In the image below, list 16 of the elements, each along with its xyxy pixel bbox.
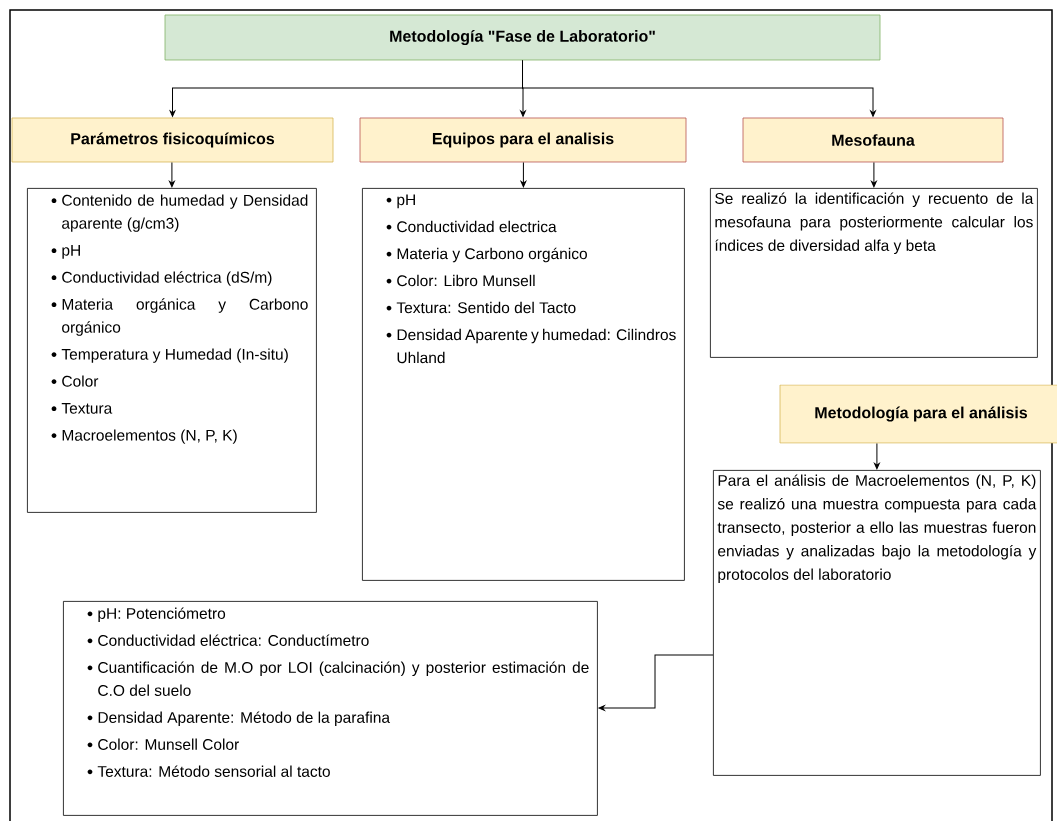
bullet-list-box: Contenido de humedad y Densidad aparente (g/cm3) pH Conductividad eléctrica (dS/m) Materia orgánica y Carbono orgánico Temperatura y Humedad (In-situ) Color Textura Macroelementos (N, P, K) [27,188,317,513]
heading-box: Equipos para el analisis [359,117,687,163]
arrow [874,442,880,470]
text-box: Para el análisis de Macroelementos (N, P, K) se realizó una muestra compuesta para cada transecto, posterior a ello las muestras fueron enviadas y analizadas bajo la metodología y protocolos del laboratorio [713,470,1041,776]
heading-box: Metodología para el análisis [779,384,1057,444]
text-box: Se realizó la identificación y recuento de la mesofauna para posteriormente calcular los índices de diversidad alfa y beta [710,188,1038,358]
title-box: Metodología "Fase de Laboratorio" [164,14,881,61]
arrow [522,59,876,117]
bullet-list-box: pH: Potenciómetro Conductividad eléctrica: Conductímetro Cuantificación de M.O por LOI (calcinación) y posterior estimación de C.O del suelo Densidad Aparente: Método de la parafina Color: Munsell Color Textura: Método sensorial al tacto [63,601,598,816]
arrow [871,161,877,188]
arrow [520,161,527,188]
heading-box: Parámetros fisicoquímicos [11,117,334,163]
arrow [598,654,714,711]
heading-box: Mesofauna [742,117,1004,163]
arrow [169,161,175,188]
bullet-list-box: pH Conductividad electrica Materia y Carbono orgánico Color: Libro Munsell Textura: Sentido del Tacto Densidad Aparente y humedad: Cilindros Uhland [362,188,685,581]
